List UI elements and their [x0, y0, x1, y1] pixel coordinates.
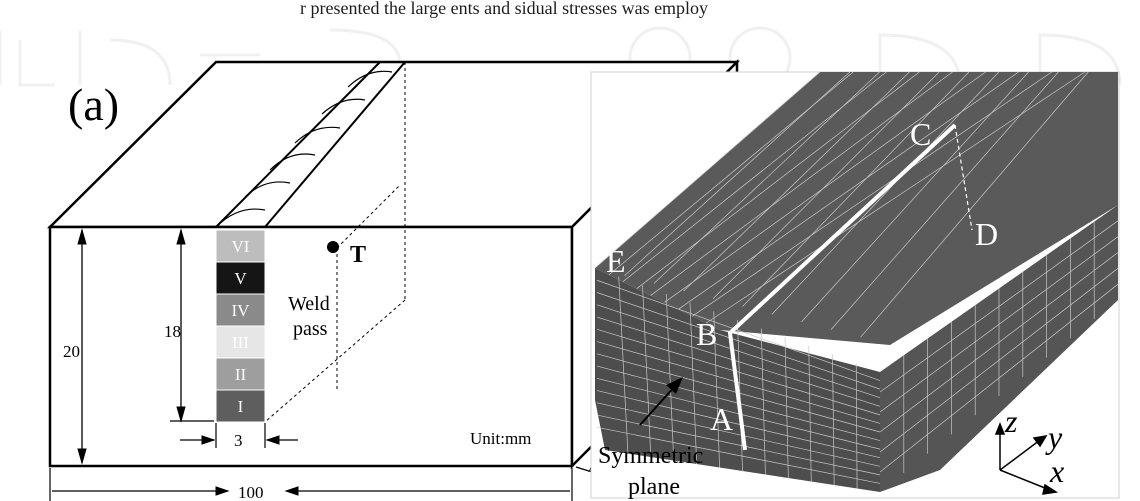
- mesh-line-left-h: [596, 341, 881, 424]
- watermark-text: r presented the large ents and sidual st…: [300, 0, 708, 18]
- mesh-line-left-h: [596, 390, 881, 459]
- mesh-line-left-v: [618, 276, 629, 454]
- point-label-D: D: [975, 216, 998, 252]
- mesh-line-top-b: [830, 71, 1059, 330]
- dimension-length: [49, 468, 573, 501]
- weld-pass-block-2: [215, 261, 266, 295]
- weld-pass-numeral: I: [238, 397, 244, 416]
- mesh-line-right-h: [879, 252, 1119, 433]
- point-label-C: C: [910, 116, 931, 152]
- weld-groove-top: [215, 61, 406, 228]
- hidden-edges: [264, 62, 406, 423]
- symmetric-plane-label-line1: Symmetric: [598, 443, 703, 469]
- weld-pass-label-line1: Weld: [288, 293, 330, 315]
- mesh-line-left-v: [808, 345, 812, 482]
- dimension-length-label: 100: [238, 483, 264, 501]
- mesh-line-left-h: [596, 426, 881, 484]
- mesh-line-left-v: [642, 285, 652, 458]
- mesh-line-left-v: [713, 311, 720, 468]
- mesh-line-right-h: [879, 236, 1119, 413]
- mesh-line-left-v: [689, 302, 698, 465]
- dimension-weld-width: [180, 423, 298, 448]
- dimension-height: [77, 228, 87, 465]
- weld-pass-numeral: III: [232, 333, 249, 352]
- point-label-B: B: [696, 316, 717, 352]
- mesh-line-left-h: [596, 402, 881, 467]
- block-front-face: [48, 225, 574, 468]
- point-label-E: E: [606, 243, 626, 279]
- mesh-line-top-b: [624, 71, 851, 276]
- weld-pass-block-1: [215, 229, 266, 263]
- weld-pass-block-4: [215, 325, 266, 359]
- mesh-line-left-v: [784, 337, 789, 479]
- dimension-weld-height-label: 18: [164, 322, 181, 341]
- mesh-line-left-v: [760, 328, 766, 475]
- mesh-line-top-b: [860, 71, 1089, 338]
- panel-a-label: (a): [68, 79, 119, 130]
- mesh-line-left-v: [665, 293, 675, 461]
- mesh-line-right-h: [879, 283, 1119, 473]
- symmetric-plane-arrow: [639, 384, 677, 426]
- mesh-line-right-h: [879, 268, 1119, 453]
- weld-pass-block-3: [215, 293, 266, 327]
- axis-label-z: z: [1004, 403, 1018, 439]
- dimension-weld-height: [170, 228, 214, 423]
- watermark-logo: [0, 26, 1122, 90]
- coordinate-axes: [994, 421, 1059, 495]
- mesh-line-left-v: [855, 363, 858, 489]
- weld-pass-numeral: IV: [232, 301, 251, 320]
- mesh-line-left-h: [596, 414, 881, 476]
- mesh-line-top-b: [653, 71, 880, 284]
- point-label-A: A: [710, 401, 733, 437]
- symmetry-line-CD: [954, 124, 973, 231]
- measurement-point-label: T: [350, 242, 366, 268]
- mesh-line-top-b: [771, 71, 1000, 315]
- mesh-line-top-b: [742, 71, 970, 307]
- measurement-point-marker: [327, 241, 339, 253]
- weld-pass-numeral: VI: [232, 237, 250, 256]
- mesh-gridlines: [594, 71, 1119, 489]
- dimension-weld-width-label: 3: [234, 431, 243, 450]
- point-label-F: F: [863, 336, 881, 372]
- weld-pass-block-6: [215, 389, 266, 423]
- unit-label: Unit:mm: [470, 429, 531, 448]
- panel-b-label: (b): [618, 91, 672, 142]
- mesh-top-face: [595, 72, 1118, 345]
- dimension-height-label: 20: [63, 342, 80, 361]
- weld-pass-label-line2: pass: [293, 318, 328, 340]
- symmetric-plane-arrowhead: [666, 377, 683, 394]
- mesh-line-top-a: [594, 71, 821, 269]
- panel-b-mesh: A B C D E F (b) Symmetric plane z y x: [590, 71, 1120, 500]
- mesh-line-top-b: [712, 71, 940, 300]
- weld-pass-block-5: [215, 357, 266, 391]
- symmetric-plane-label-line2: plane: [628, 474, 680, 500]
- mesh-line-top-b: [801, 71, 1029, 323]
- mesh-line-left-v: [832, 354, 835, 486]
- axis-label-x: x: [1049, 453, 1064, 489]
- weld-pass-numeral: V: [234, 269, 247, 288]
- axis-label-y: y: [1045, 419, 1063, 455]
- symmetry-line-ABC: [727, 123, 957, 451]
- weld-pass-numeral: II: [235, 365, 247, 384]
- mesh-line-right-h: [879, 220, 1119, 393]
- mesh-line-top-b: [683, 71, 910, 292]
